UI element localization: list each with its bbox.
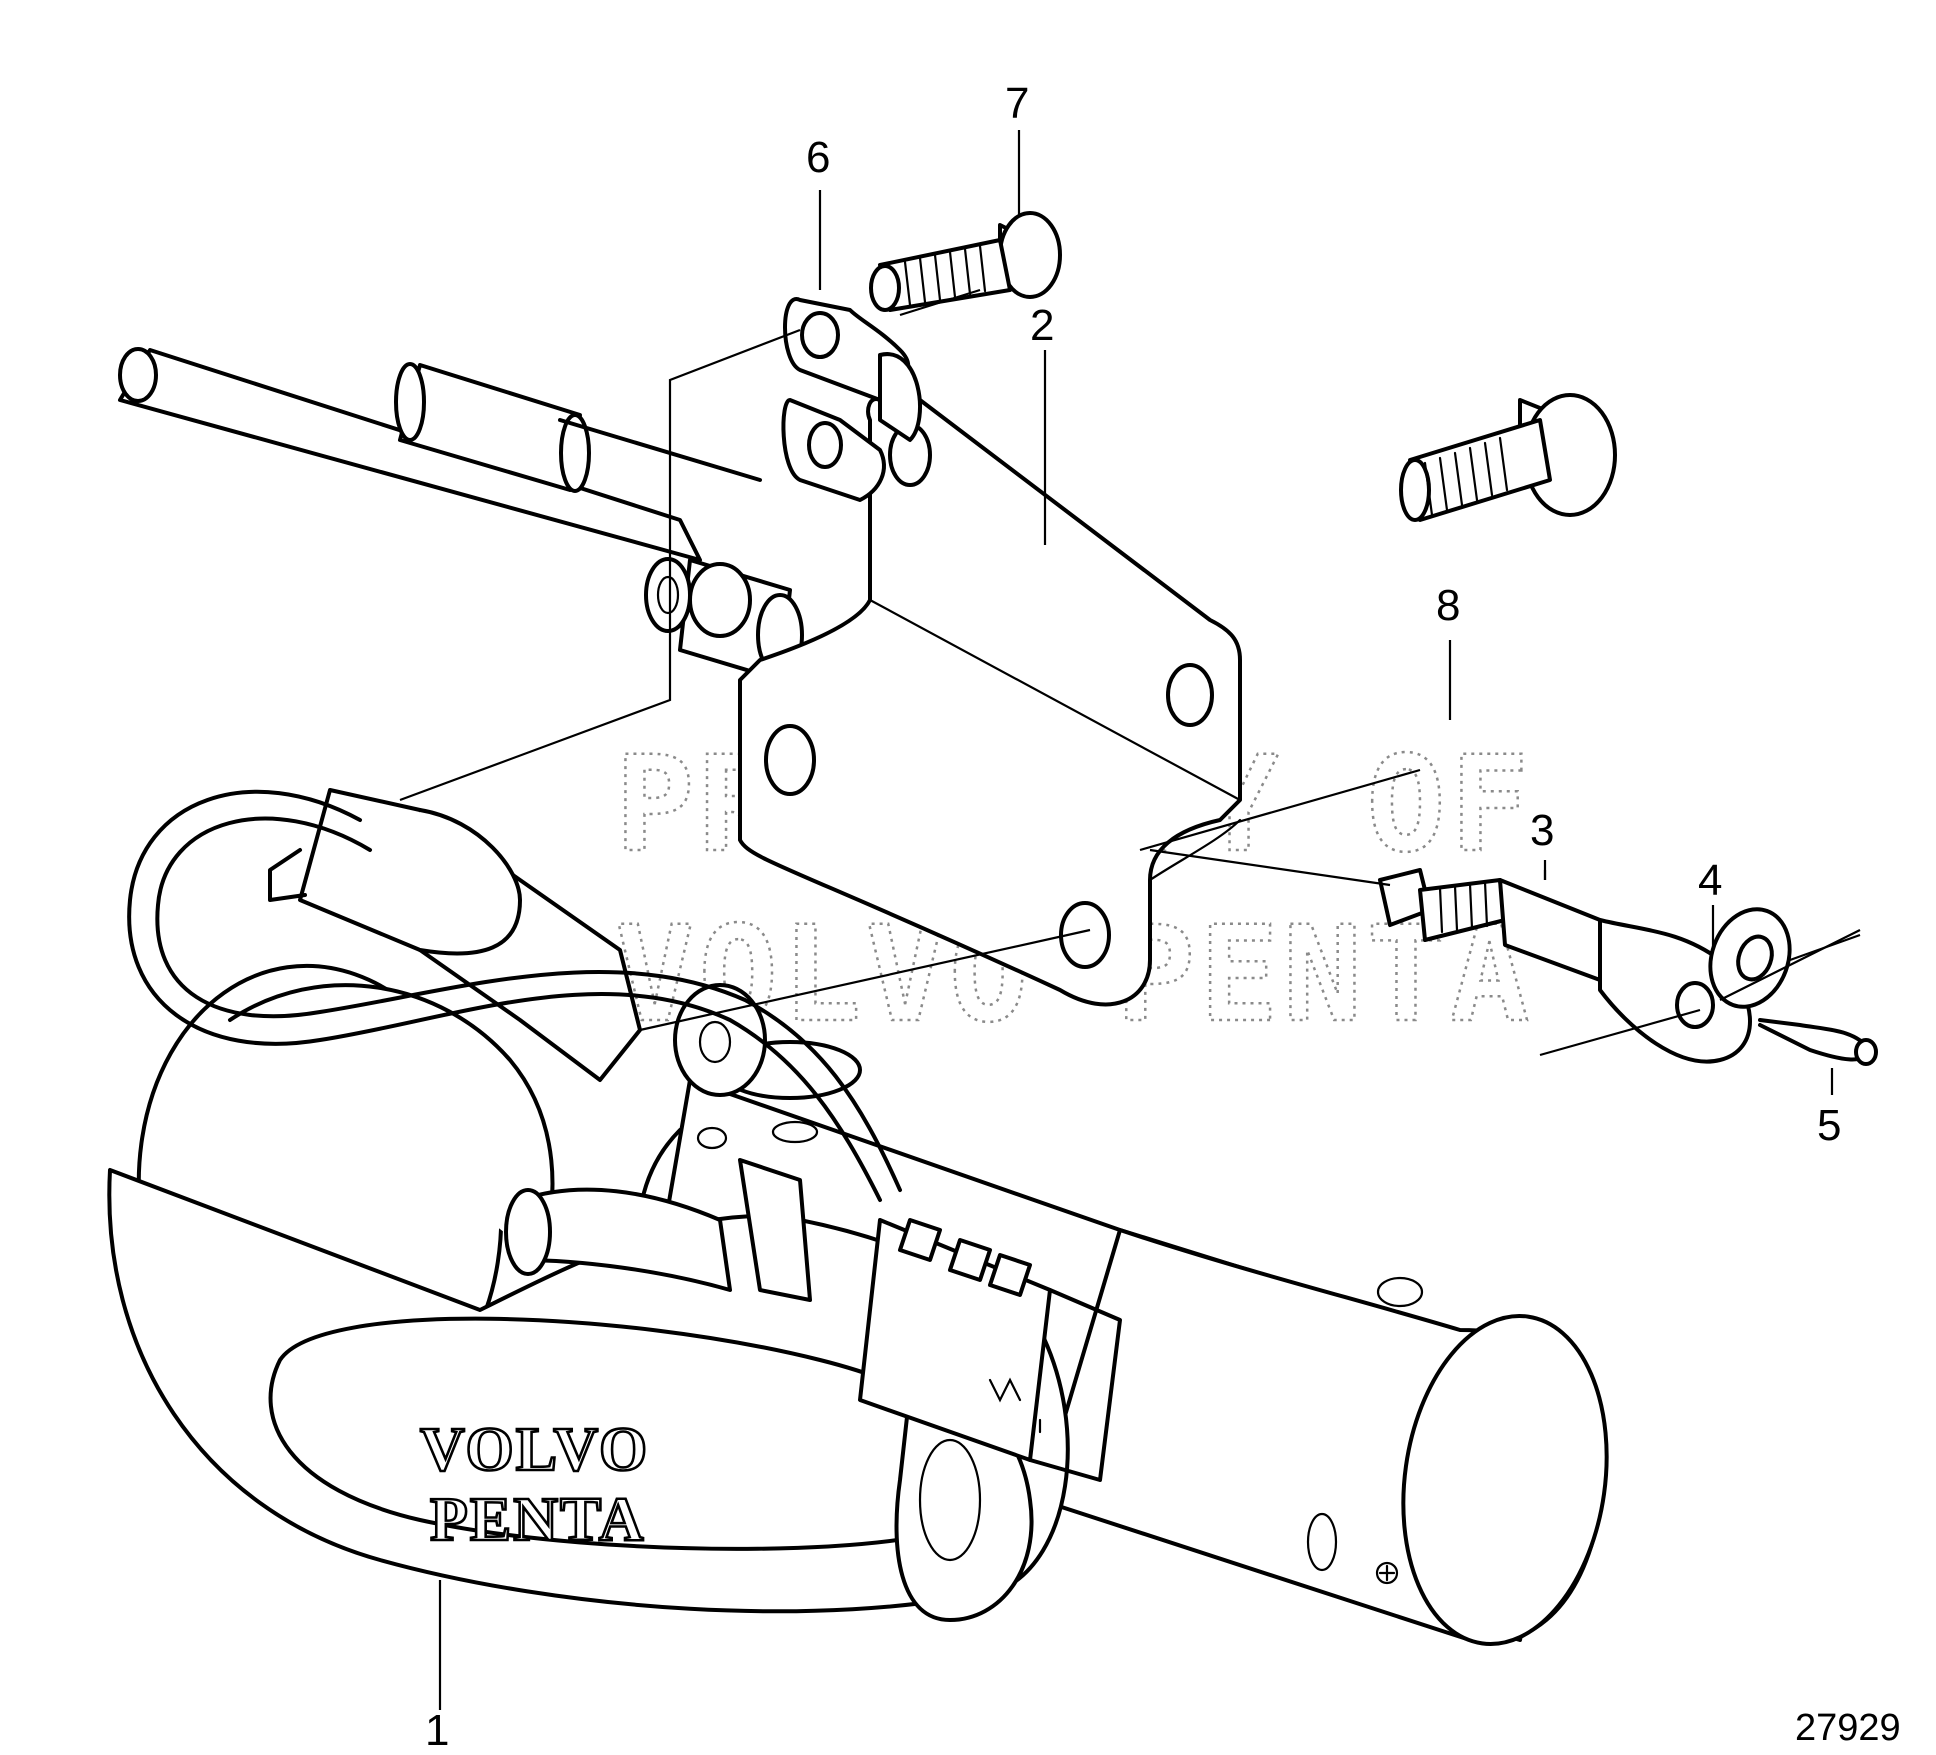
callout-8: 8	[1436, 581, 1460, 630]
callout-7: 7	[1005, 79, 1029, 128]
screw-right	[1399, 393, 1617, 522]
shift-cable	[118, 347, 804, 682]
callout-6: 6	[806, 133, 830, 182]
callout-3: 3	[1530, 806, 1554, 855]
logo-volvo: VOLVO	[420, 1416, 649, 1484]
callout-4: 4	[1698, 856, 1722, 905]
screw-top	[869, 211, 1062, 312]
motor-housing: VOLVO PENTA	[107, 963, 1070, 1622]
wiring-harness	[127, 789, 1122, 1482]
washer	[1708, 907, 1792, 1009]
logo-penta: PENTA	[430, 1486, 646, 1554]
actuator-arm	[268, 788, 767, 1097]
callout-5: 5	[1817, 1101, 1841, 1150]
callouts: 1 2 3 4 5 6 7 8	[425, 79, 1841, 1755]
clamp	[781, 297, 922, 502]
bracket	[738, 392, 1242, 1007]
cotter-pin	[1758, 1018, 1878, 1066]
callout-1: 1	[425, 1706, 449, 1755]
assembly-lines	[399, 288, 1861, 1057]
callout-leaders	[438, 130, 1834, 1710]
callout-2: 2	[1030, 301, 1054, 350]
figure-number: 27929	[1795, 1707, 1901, 1749]
